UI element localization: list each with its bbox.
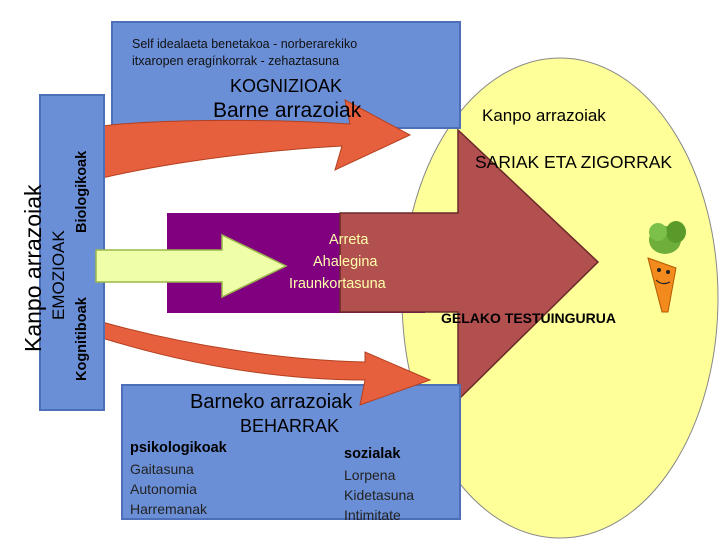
classroom-context-label: GELAKO TESTUINGURUA [441,310,616,326]
attention-label: Arreta [329,232,369,248]
biological-label: Biologikoak [74,151,90,233]
top-box-line1: Self idealaeta benetakoa - norberarekiko [132,37,357,51]
psych-item: Autonomia [130,481,197,497]
internal-reasons-title: Barne arrazoiak [213,99,361,123]
external-reasons-label: Kanpo arrazoiak [482,106,606,126]
emotions-label: EMOZIOAK [49,230,69,320]
social-header: sozialak [344,446,400,462]
psych-item: Harremanak [130,501,207,517]
cognitive-label: Kognitiboak [74,297,90,381]
needs-title: BEHARRAK [240,416,339,437]
social-item: Lorpena [344,467,395,483]
persistence-label: Iraunkortasuna [289,276,386,292]
rewards-label: SARIAK ETA ZIGORRAK [475,152,672,173]
cognition-title: KOGNIZIOAK [230,76,342,97]
social-item: Kidetasuna [344,487,414,503]
social-item: Intimitate [344,507,401,523]
top-box-line2: itxaropen eragínkorrak - zehaztasuna [132,54,339,68]
psych-item: Gaitasuna [130,461,194,477]
psychological-header: psikologikoak [130,440,227,456]
internal-reasons-bottom-title: Barneko arrazoiak [190,391,352,414]
left-external-reasons: Kanpo arrazoiak [20,185,47,353]
effort-label: Ahalegina [313,254,378,270]
